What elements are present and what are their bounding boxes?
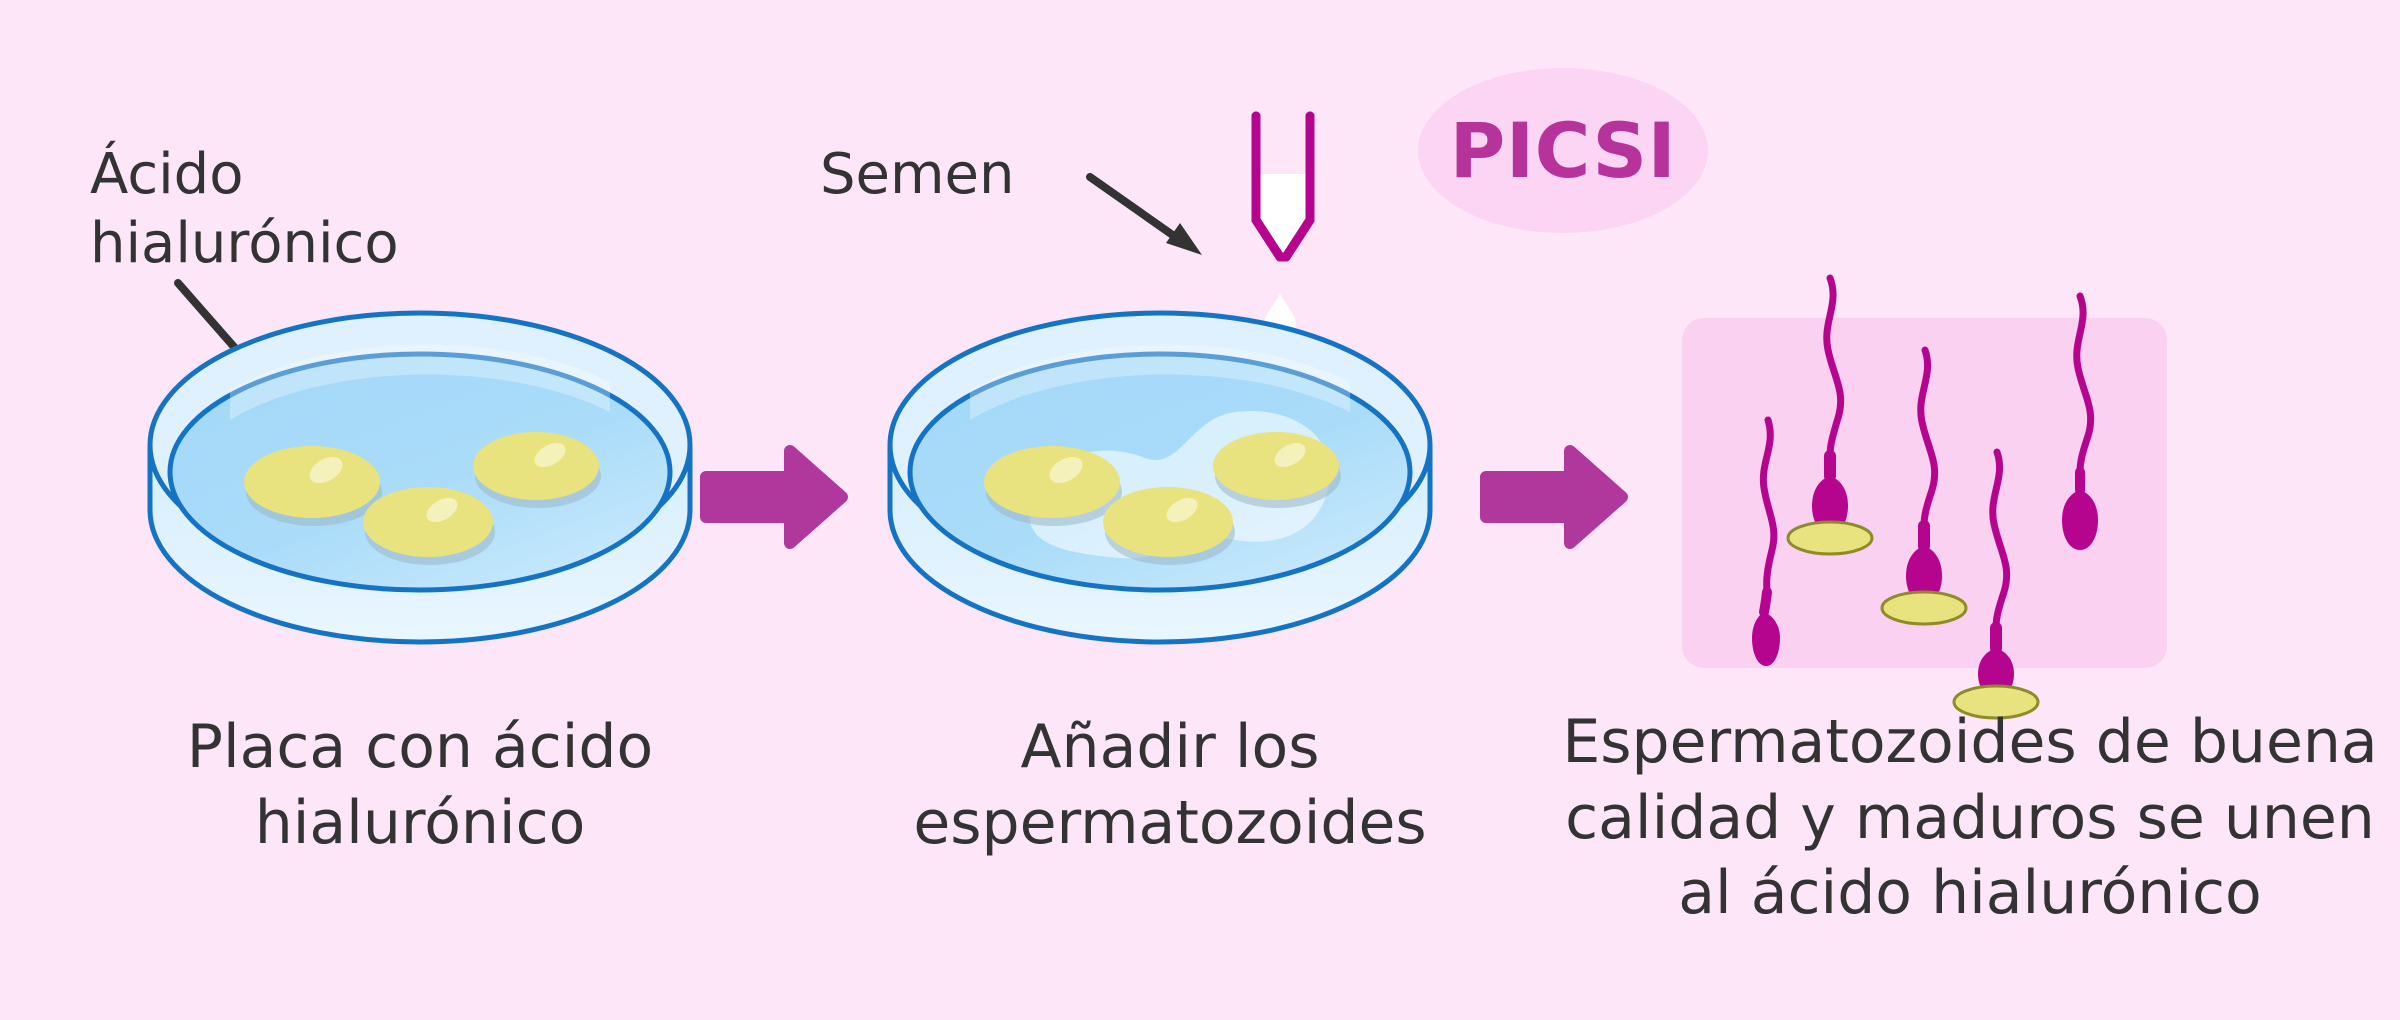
ha-droplet-2: [473, 432, 601, 508]
step-1-group: Ácido hialurónico: [0, 0, 760, 1020]
ha-droplet-bound-3: [1952, 684, 2040, 720]
petri-dish-2: [887, 310, 1433, 645]
step-2-group: Semen: [820, 0, 1580, 1020]
semen-callout-label: Semen: [820, 142, 1015, 207]
semen-pointer-arrow-icon: [1086, 173, 1202, 255]
ha-droplet-3: [363, 487, 495, 565]
step-1-caption: Placa con ácido hialurónico: [186, 712, 654, 858]
sperm-free-right: [2062, 292, 2098, 550]
picsi-badge: PICSI: [1418, 68, 1708, 233]
ha-droplet-3: [1103, 487, 1235, 565]
arrow-right-2-icon: [1480, 445, 1628, 549]
ha-droplet-1: [244, 446, 382, 526]
acido-hialuronico-callout-label: Ácido hialurónico: [90, 142, 399, 277]
pipette-icon: [1251, 111, 1315, 262]
sperm-bound-3: [1952, 448, 2040, 720]
ha-droplet-bound-2: [1880, 590, 1968, 626]
step-3-group: Espermatozoides de buena calidad y madur…: [1562, 0, 2400, 1020]
sperm-bound-1: [1786, 274, 1874, 556]
step-2-caption: Añadir los espermatozoides: [913, 712, 1427, 858]
picsi-label: PICSI: [1449, 106, 1677, 195]
ha-droplet-1: [984, 446, 1122, 526]
sperm-cell-group: [1752, 274, 2098, 720]
ha-droplet-bound-1: [1786, 520, 1874, 556]
step-3-caption: Espermatozoides de buena calidad y madur…: [1562, 707, 2378, 929]
sperm-free-left: [1752, 416, 1780, 666]
ha-droplet-2: [1213, 432, 1341, 508]
petri-dish-1: [147, 310, 693, 645]
sperm-bound-2: [1880, 346, 1968, 626]
arrow-right-1-icon: [700, 445, 848, 549]
